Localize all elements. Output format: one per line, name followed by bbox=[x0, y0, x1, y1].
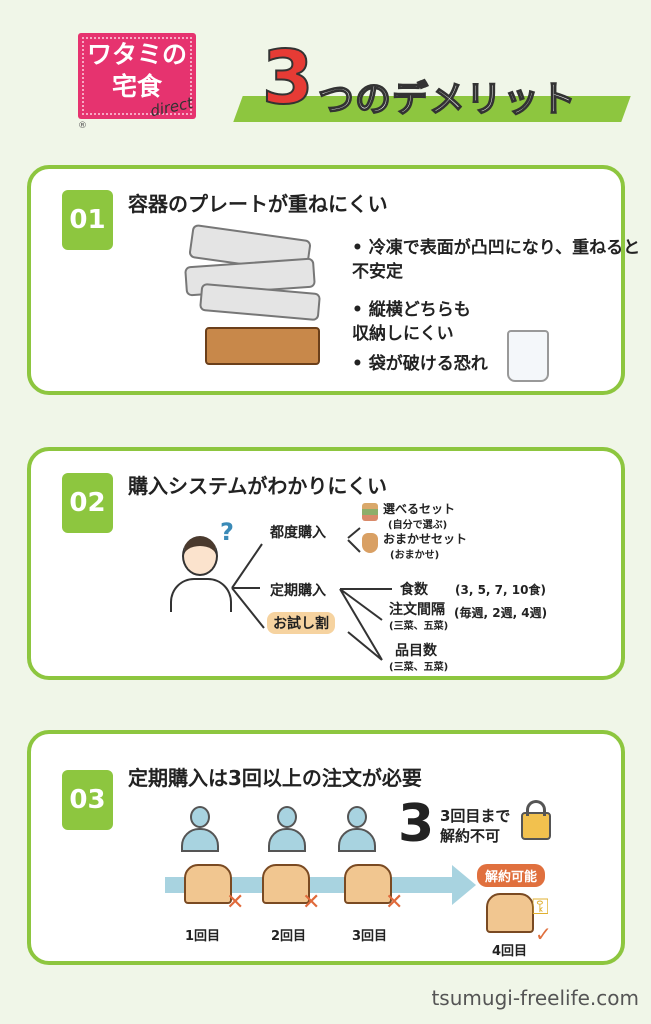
lock-text: 3回目まで解約不可 bbox=[440, 807, 511, 845]
tree-b1-opts: (3, 5, 7, 10食) bbox=[455, 583, 546, 597]
tree-a1-sub: (自分で選ぶ) bbox=[388, 520, 448, 531]
bread-icon bbox=[486, 893, 534, 933]
tree-b2-opts: (毎週, 2週, 4週) bbox=[454, 606, 548, 620]
card-1-badge: 01 bbox=[62, 190, 113, 250]
tree-b3-sub: (三菜、五菜) bbox=[389, 662, 449, 673]
tree-b: 定期購入 bbox=[270, 583, 326, 599]
bread-icon bbox=[262, 864, 310, 904]
cancel-available-badge: 解約可能 bbox=[477, 864, 546, 887]
tree-b2-sub: (三菜、五菜) bbox=[389, 621, 449, 632]
tree-a2-sub: (おまかせ) bbox=[390, 550, 440, 561]
person-icon bbox=[268, 806, 306, 854]
lock-shackle bbox=[526, 800, 546, 816]
confused-person-illustration bbox=[170, 530, 232, 612]
card-1-bullet-3: • 袋が破ける恐れ bbox=[352, 354, 488, 374]
card-1-title: 容器のプレートが重ねにくい bbox=[128, 192, 388, 216]
person-icon bbox=[338, 806, 376, 854]
title-number: 3 bbox=[261, 35, 314, 121]
tree-a2: おまかせセット bbox=[383, 532, 468, 546]
card-2-badge: 02 bbox=[62, 473, 113, 533]
bread-icon bbox=[344, 864, 392, 904]
round-2-label: 2回目 bbox=[271, 929, 307, 944]
card-1-bullet-1: • 冷凍で表面が凸凹になり、重ねると不安定 bbox=[352, 238, 641, 282]
question-mark-icon: ? bbox=[220, 518, 234, 546]
tree-a: 都度購入 bbox=[270, 525, 326, 541]
card-3-badge: 03 bbox=[62, 770, 113, 830]
tree-b3: 品目数 bbox=[395, 643, 437, 659]
big-three: 3 bbox=[398, 794, 435, 854]
tree-c: お試し割 bbox=[267, 612, 335, 634]
brand-logo: ワタミの宅食 bbox=[78, 33, 196, 119]
person-icon bbox=[181, 806, 219, 854]
card-2 bbox=[27, 447, 625, 680]
tree-lines bbox=[231, 527, 392, 661]
stacked-trays-illustration bbox=[180, 223, 330, 372]
round-3-label: 3回目 bbox=[352, 929, 388, 944]
cross-icon: ✕ bbox=[385, 890, 404, 915]
footer-url: tsumugi-freelife.com bbox=[431, 986, 639, 1010]
bento-stack-icon bbox=[362, 503, 378, 521]
lock-icon bbox=[521, 812, 551, 840]
money-bag-icon bbox=[362, 533, 378, 553]
card-2-title: 購入システムがわかりにくい bbox=[128, 474, 387, 498]
card-3-title: 定期購入は3回以上の注文が必要 bbox=[128, 766, 422, 790]
cross-icon: ✕ bbox=[226, 890, 245, 915]
tree-b2: 注文間隔 bbox=[389, 602, 445, 618]
tree-a1: 選べるセット bbox=[383, 502, 456, 516]
cross-icon: ✕ bbox=[302, 890, 321, 915]
card-1-bullet-2: • 縦横どちらも収納しにくい bbox=[352, 300, 471, 344]
logo-text: ワタミの宅食 bbox=[86, 40, 187, 101]
tree-b1: 食数 bbox=[400, 582, 428, 598]
page-title: つのデメリット bbox=[317, 78, 578, 121]
plastic-bag-icon bbox=[507, 330, 549, 382]
check-icon: ✓ bbox=[535, 922, 552, 946]
bread-icon bbox=[184, 864, 232, 904]
arrow-head-icon bbox=[452, 865, 476, 905]
registered-mark: ® bbox=[78, 121, 87, 131]
key-icon: ⚿ bbox=[532, 895, 549, 920]
round-1-label: 1回目 bbox=[185, 929, 221, 944]
round-4-label: 4回目 bbox=[492, 944, 528, 959]
